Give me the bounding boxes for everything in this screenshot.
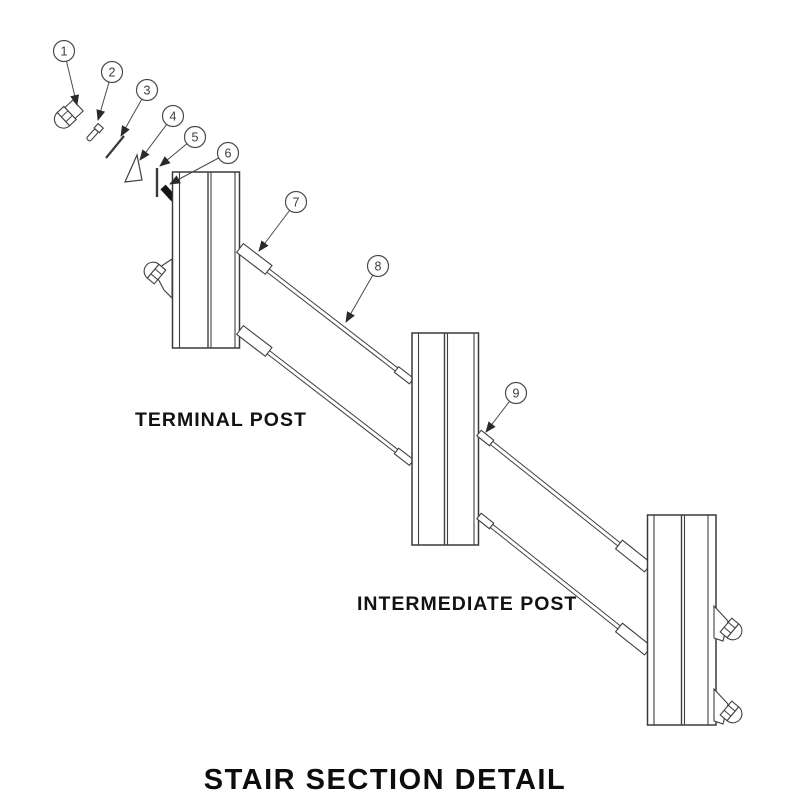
cap-nut-part <box>53 99 84 129</box>
upper-rail-segment-2 <box>476 429 653 573</box>
balloon-8: 8 <box>345 254 390 323</box>
balloon-3-number: 3 <box>144 84 151 98</box>
lower-rail-segment-1 <box>235 324 415 467</box>
end-post <box>646 514 717 726</box>
end-post-cap-nut-lower <box>713 687 747 728</box>
balloon-7: 7 <box>258 190 308 252</box>
intermediate-post <box>411 332 480 546</box>
balloon-9-number: 9 <box>513 387 520 401</box>
balloon-4-number: 4 <box>170 110 177 124</box>
end-post-cap-nut-upper <box>713 604 747 645</box>
balloon-1-number: 1 <box>61 45 68 59</box>
balloon-2: 2 <box>96 60 124 121</box>
balloon-3: 3 <box>120 78 159 137</box>
balloon-5-number: 5 <box>192 131 199 145</box>
set-screw-part <box>86 122 105 142</box>
terminal-post-label: TERMINAL POST <box>135 409 307 431</box>
balloon-6: 6 <box>169 141 240 185</box>
lower-rail-segment-2 <box>476 512 653 656</box>
drawing-title: STAIR SECTION DETAIL <box>204 764 566 796</box>
intermediate-post-label: INTERMEDIATE POST <box>357 593 577 615</box>
balloon-1: 1 <box>52 39 80 106</box>
balloon-4: 4 <box>139 104 185 161</box>
balloon-2-number: 2 <box>109 66 116 80</box>
balloon-8-number: 8 <box>375 260 382 274</box>
balloon-6-number: 6 <box>225 147 232 161</box>
balloon-5: 5 <box>159 125 207 167</box>
gusset-part <box>124 153 143 183</box>
rod-part <box>105 135 125 159</box>
upper-rail-segment-1 <box>235 242 415 385</box>
terminal-post <box>171 171 241 349</box>
terminal-post-cap-nut <box>139 257 173 300</box>
balloon-9: 9 <box>485 381 528 433</box>
balloon-7-number: 7 <box>293 196 300 210</box>
